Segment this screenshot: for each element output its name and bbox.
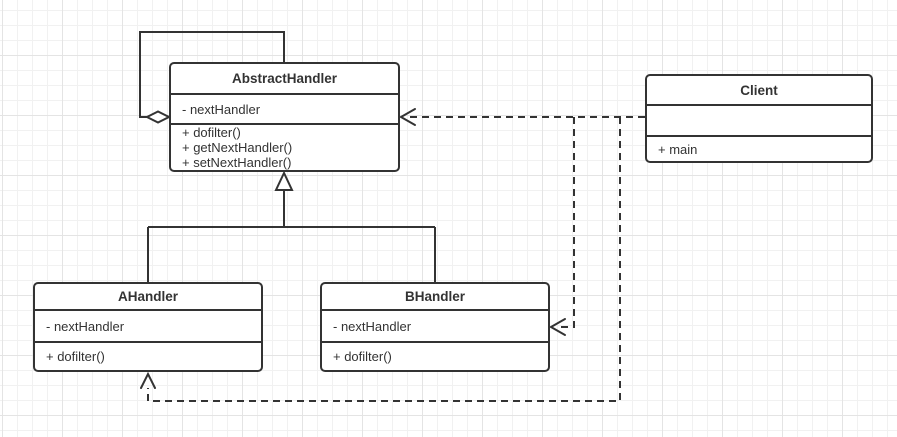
dependency-arrow-abstracthandler-icon	[398, 108, 416, 126]
dependency-arrow-ahandler-icon	[140, 371, 156, 389]
class-method: + getNextHandler()	[182, 140, 293, 155]
class-method: + dofilter()	[333, 349, 392, 364]
class-method: + setNextHandler()	[182, 155, 292, 170]
fields-section: - nextHandler	[322, 309, 548, 341]
class-box-bhandler[interactable]: BHandler - nextHandler + dofilter()	[320, 282, 550, 372]
class-title: Client	[740, 82, 778, 98]
class-field: - nextHandler	[46, 318, 125, 334]
class-box-abstracthandler[interactable]: AbstractHandler - nextHandler + dofilter…	[169, 62, 400, 172]
class-title: AbstractHandler	[231, 71, 338, 86]
class-field: - nextHandler	[182, 101, 261, 117]
methods-section: + main	[647, 135, 871, 161]
dependency-client-bhandler-line[interactable]	[556, 117, 575, 328]
class-method: + dofilter()	[182, 125, 241, 140]
methods-section: + dofilter()	[322, 341, 548, 370]
aggregation-diamond-icon	[144, 110, 172, 124]
class-field: - nextHandler	[333, 318, 412, 334]
fields-section-empty	[647, 104, 871, 135]
class-box-ahandler[interactable]: AHandler - nextHandler + dofilter()	[33, 282, 263, 372]
class-method: + main	[658, 141, 698, 157]
dependency-client-ahandler-line[interactable]	[147, 117, 621, 402]
class-box-client[interactable]: Client + main	[645, 74, 873, 163]
fields-section: - nextHandler	[171, 93, 398, 123]
self-aggregation-line[interactable]	[139, 31, 285, 118]
inheritance-triangle-icon	[274, 170, 294, 191]
class-title: AHandler	[117, 289, 178, 304]
class-title: BHandler	[404, 289, 465, 304]
dependency-arrow-bhandler-icon	[548, 318, 566, 336]
fields-section: - nextHandler	[35, 309, 261, 341]
class-method: + dofilter()	[46, 349, 105, 364]
methods-section: + dofilter() + getNextHandler() + setNex…	[171, 123, 398, 170]
methods-section: + dofilter()	[35, 341, 261, 370]
